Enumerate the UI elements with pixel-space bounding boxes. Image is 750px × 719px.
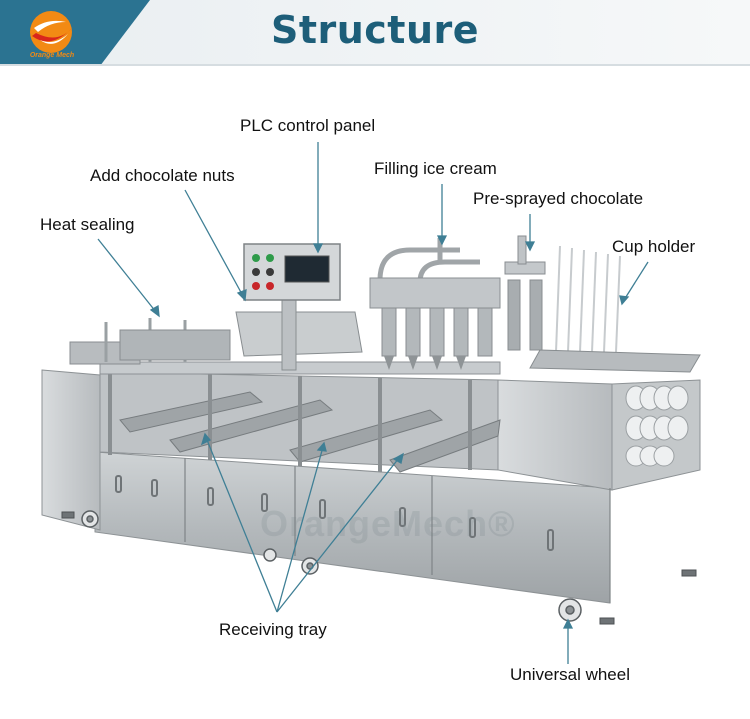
label-universal-wheel: Universal wheel [510,665,630,684]
page-title: Structure [270,8,480,52]
label-receiving-tray: Receiving tray [219,620,327,639]
header-banner: Orange Mech Structure [0,0,750,66]
watermark: OrangeMech® [260,503,516,544]
label-filling-ice-cream: Filling ice cream [374,159,497,178]
label-add-chocolate-nuts: Add chocolate nuts [90,166,235,185]
label-plc-control-panel: PLC control panel [240,116,376,135]
label-heat-sealing: Heat sealing [40,215,135,234]
label-pre-sprayed-chocolate: Pre-sprayed chocolate [473,189,644,208]
logo-text: Orange Mech [29,52,75,59]
header-background [0,0,750,66]
orange-mech-logo [30,11,72,53]
label-cup-holder: Cup holder [612,237,696,256]
